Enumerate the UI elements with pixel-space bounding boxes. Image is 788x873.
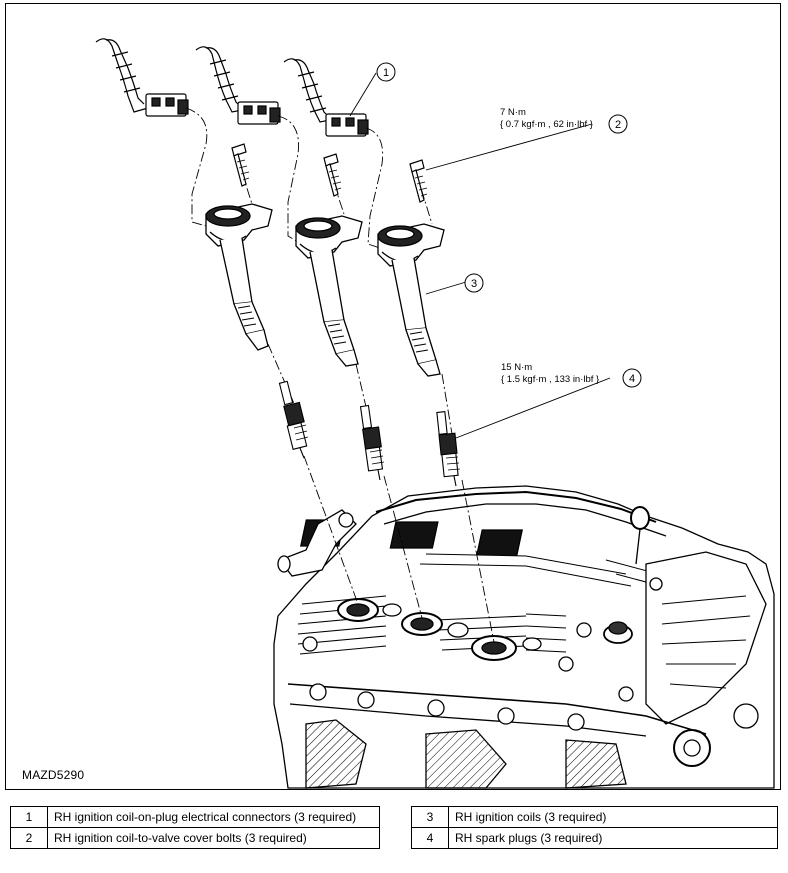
legend-table-left: 1 RH ignition coil-on-plug electrical co… — [10, 806, 380, 849]
legend-row: 3 RH ignition coils (3 required) — [411, 806, 778, 828]
legend-row: 2 RH ignition coil-to-valve cover bolts … — [10, 827, 380, 849]
legend-number: 4 — [411, 827, 449, 849]
legend-number: 1 — [10, 806, 48, 828]
callout-3 — [464, 273, 484, 293]
torque-value-bolts: 7 N·m — [500, 107, 526, 118]
coil-bolts — [231, 143, 428, 203]
callout-1-label: 1 — [383, 67, 389, 79]
figure-id: MAZD5290 — [22, 768, 85, 782]
wiring-harnesses — [95, 38, 331, 123]
ignition-coils — [205, 203, 445, 377]
callout-1 — [376, 62, 396, 82]
legend-number: 2 — [10, 827, 48, 849]
torque-value-plugs: 15 N·m — [501, 362, 533, 373]
callout-markers — [376, 62, 642, 388]
torque-spec-bolts-detail: { 0.7 kgf·m , 62 in·lbf } — [500, 119, 593, 130]
coil-connectors — [145, 93, 369, 137]
legend-number: 3 — [411, 806, 449, 828]
torque-spec-plugs: 15 N·m { 1.5 kgf·m , 133 in·lbf } — [501, 362, 599, 386]
callout-4 — [622, 368, 642, 388]
spark-plugs — [278, 380, 461, 487]
legend-row: 4 RH spark plugs (3 required) — [411, 827, 778, 849]
legend-text: RH ignition coil-on-plug electrical conn… — [47, 806, 380, 828]
engine-assembly — [273, 485, 775, 789]
callout-2-label: 2 — [615, 119, 621, 131]
callout-2 — [608, 114, 628, 134]
callout-4-label: 4 — [629, 373, 635, 385]
torque-spec-bolts: 7 N·m { 0.7 kgf·m , 62 in·lbf } — [500, 107, 593, 131]
diagram-artwork: 1 2 3 4 — [95, 38, 775, 789]
legend-text: RH ignition coils (3 required) — [448, 806, 778, 828]
exploded-diagram: 1 2 3 4 7 N·m { 0.7 kgf·m , 62 in·lbf } … — [5, 3, 781, 790]
legend-table-right: 3 RH ignition coils (3 required) 4 RH sp… — [411, 806, 778, 849]
callout-leaders — [349, 72, 611, 439]
legend-row: 1 RH ignition coil-on-plug electrical co… — [10, 806, 380, 828]
callout-3-label: 3 — [471, 278, 477, 290]
legend-text: RH spark plugs (3 required) — [448, 827, 778, 849]
legend-text: RH ignition coil-to-valve cover bolts (3… — [47, 827, 380, 849]
torque-spec-plugs-detail: { 1.5 kgf·m , 133 in·lbf } — [501, 374, 600, 385]
